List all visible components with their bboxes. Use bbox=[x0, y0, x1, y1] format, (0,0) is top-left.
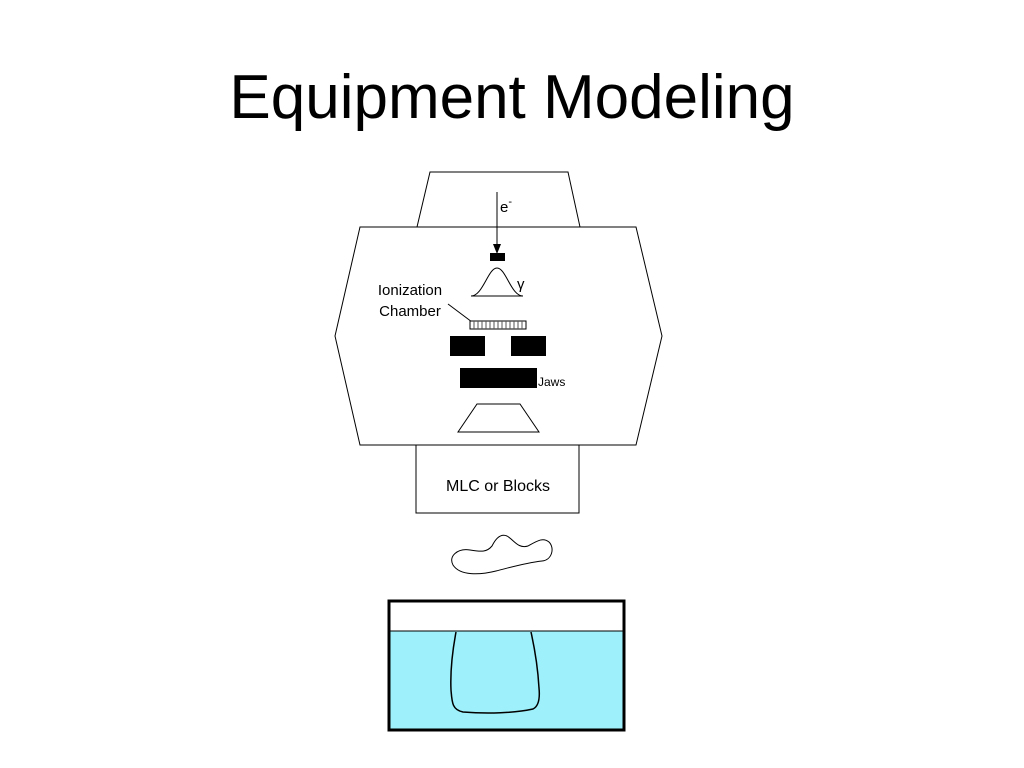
ion-chamber-pointer bbox=[447, 303, 473, 323]
water-phantom bbox=[387, 599, 626, 732]
upper-jaw-left bbox=[450, 336, 485, 356]
gamma-label: γ bbox=[517, 276, 525, 293]
ion-chamber-label-line1: Ionization bbox=[378, 282, 442, 299]
mlc-box bbox=[415, 444, 580, 514]
gun-housing bbox=[416, 171, 581, 228]
slide-title: Equipment Modeling bbox=[229, 63, 795, 132]
electron-beam-arrowhead bbox=[493, 244, 501, 254]
upper-jaw-right bbox=[511, 336, 546, 356]
treatment-head bbox=[334, 226, 663, 446]
field-shape bbox=[451, 534, 553, 575]
accessory-mount bbox=[457, 403, 540, 433]
lower-jaws bbox=[460, 368, 537, 388]
target bbox=[490, 253, 505, 261]
jaws-label: Jaws bbox=[538, 375, 565, 389]
mlc-label: MLC or Blocks bbox=[446, 478, 550, 495]
flattening-filter bbox=[470, 267, 524, 297]
dose-distribution bbox=[450, 631, 541, 714]
ion-chamber-label-line2: Chamber bbox=[379, 303, 441, 320]
electron-label: e- bbox=[500, 196, 512, 216]
ionization-chamber bbox=[469, 320, 527, 330]
